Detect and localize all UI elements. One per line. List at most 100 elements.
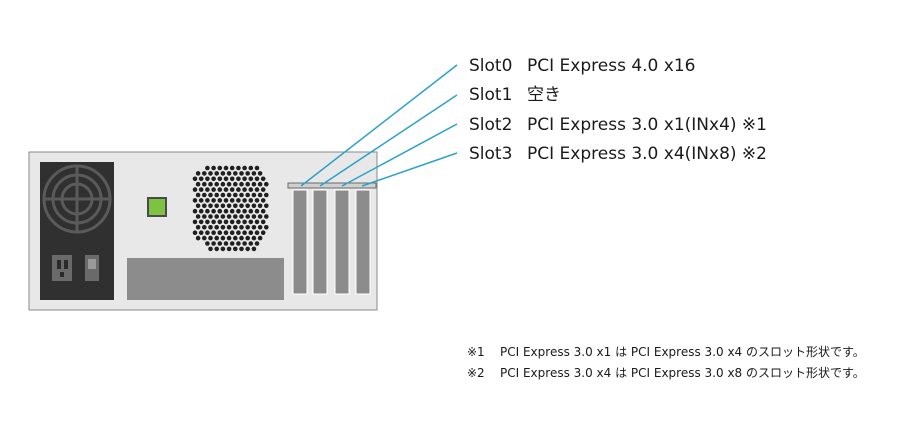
grill-hole — [242, 219, 247, 225]
grill-hole — [251, 214, 257, 219]
vent-grill-icon — [192, 165, 269, 252]
grill-hole — [254, 219, 260, 225]
grill-hole — [198, 219, 204, 225]
grill-hole — [223, 241, 229, 246]
grill-hole — [257, 181, 263, 187]
grill-hole — [229, 198, 235, 203]
grill-hole — [208, 246, 213, 252]
note-2-mark: ※2 — [467, 366, 485, 380]
grill-hole — [260, 219, 266, 225]
grill-hole — [248, 176, 254, 182]
slot-cover-0 — [292, 189, 308, 295]
grill-hole — [264, 214, 269, 219]
grill-hole — [229, 176, 235, 182]
grill-hole — [211, 230, 216, 235]
grill-hole — [214, 192, 219, 198]
grill-hole — [217, 176, 223, 182]
grill-hole — [233, 192, 238, 198]
grill-hole — [195, 235, 201, 241]
grill-hole — [223, 219, 229, 225]
grill-hole — [260, 176, 266, 182]
grill-hole — [229, 208, 235, 214]
grill-hole — [195, 203, 201, 209]
grill-hole — [260, 208, 266, 214]
grill-hole — [233, 235, 238, 241]
grill-hole — [205, 165, 210, 171]
grill-hole — [264, 203, 269, 209]
grill-hole — [214, 214, 219, 219]
slot-2-name: Slot2 — [469, 115, 512, 135]
grill-hole — [192, 230, 198, 235]
grill-hole — [248, 208, 254, 214]
grill-hole — [226, 181, 232, 187]
grill-hole — [254, 198, 260, 203]
grill-hole — [245, 181, 250, 187]
grill-hole — [211, 176, 216, 182]
grill-hole — [248, 219, 254, 225]
grill-hole — [211, 241, 216, 246]
grill-hole — [195, 192, 201, 198]
grill-hole — [236, 165, 241, 171]
grill-hole — [254, 187, 260, 192]
grill-hole — [220, 246, 226, 252]
power-supply — [40, 162, 114, 300]
grill-hole — [205, 230, 210, 235]
grill-hole — [248, 187, 254, 192]
grill-hole — [233, 203, 238, 209]
grill-hole — [236, 198, 241, 203]
grill-hole — [202, 171, 207, 176]
grill-hole — [229, 230, 235, 235]
grill-hole — [254, 176, 260, 182]
grill-hole — [220, 225, 226, 230]
grill-hole — [236, 219, 241, 225]
grill-hole — [211, 219, 216, 225]
led-indicator-icon — [147, 197, 167, 217]
grill-hole — [226, 246, 232, 252]
grill-hole — [226, 235, 232, 241]
grill-hole — [233, 214, 238, 219]
note-1-text: PCI Express 3.0 x1 は PCI Express 3.0 x4 … — [500, 345, 865, 359]
grill-hole — [208, 225, 213, 230]
grill-hole — [202, 214, 207, 219]
grill-hole — [223, 230, 229, 235]
slot-bracket-rail — [287, 182, 377, 189]
leader-line-2 — [341, 123, 458, 187]
grill-hole — [208, 203, 213, 209]
grill-hole — [211, 165, 216, 171]
grill-hole — [242, 165, 247, 171]
grill-hole — [198, 176, 204, 182]
grill-hole — [226, 192, 232, 198]
grill-hole — [214, 246, 219, 252]
grill-hole — [245, 225, 250, 230]
grill-hole — [245, 192, 250, 198]
grill-hole — [192, 219, 198, 225]
grill-hole — [251, 246, 257, 252]
grill-hole — [208, 214, 213, 219]
grill-hole — [236, 241, 241, 246]
grill-hole — [192, 198, 198, 203]
grill-hole — [242, 208, 247, 214]
grill-hole — [214, 225, 219, 230]
grill-hole — [257, 214, 263, 219]
grill-hole — [192, 176, 198, 182]
grill-hole — [229, 165, 235, 171]
grill-hole — [233, 181, 238, 187]
grill-hole — [229, 219, 235, 225]
grill-hole — [239, 214, 244, 219]
grill-hole — [220, 171, 226, 176]
note-2-text: PCI Express 3.0 x4 は PCI Express 3.0 x8 … — [500, 366, 865, 380]
grill-hole — [217, 230, 223, 235]
grill-hole — [229, 187, 235, 192]
grill-hole — [202, 225, 207, 230]
note-1-mark: ※1 — [467, 345, 485, 359]
grill-hole — [217, 187, 223, 192]
grill-hole — [239, 192, 244, 198]
grill-hole — [226, 171, 232, 176]
grill-hole — [260, 230, 266, 235]
grill-hole — [198, 230, 204, 235]
grill-hole — [245, 171, 250, 176]
grill-hole — [192, 187, 198, 192]
psu-fan-icon — [42, 164, 112, 234]
io-cover-plate — [127, 258, 284, 300]
grill-hole — [205, 241, 210, 246]
